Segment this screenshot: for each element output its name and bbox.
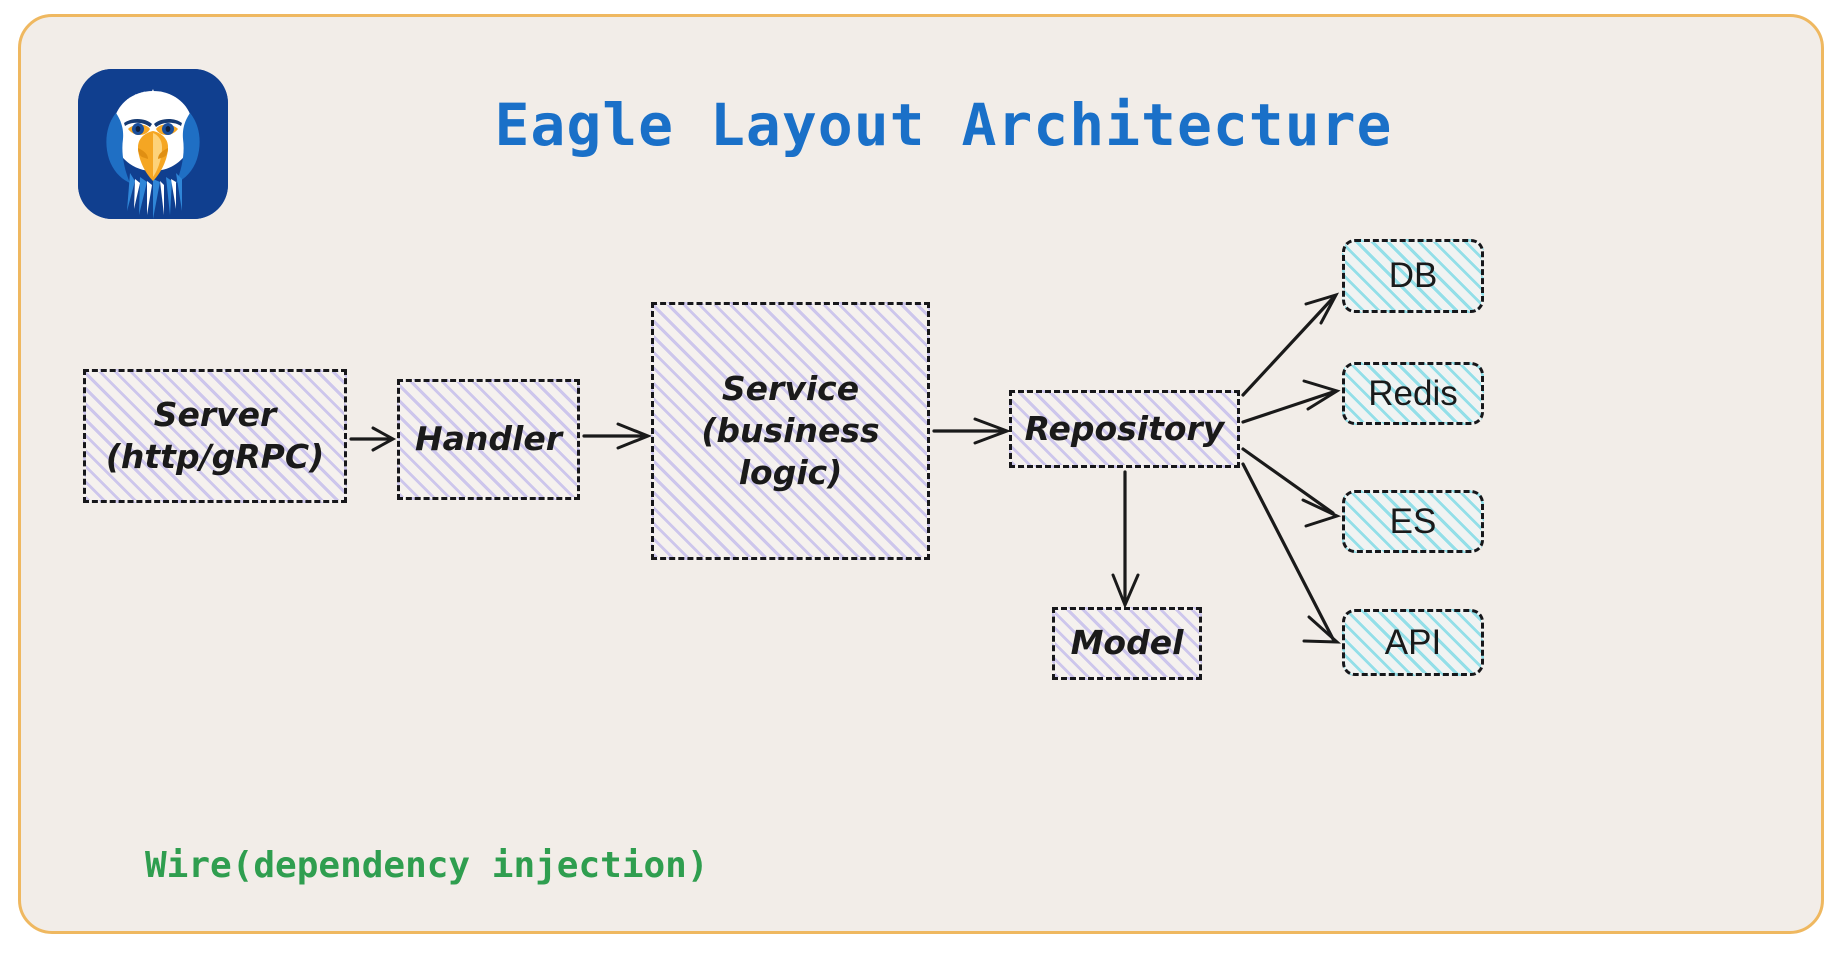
wire-caption: Wire(dependency injection) — [145, 845, 709, 886]
node-service[interactable]: Service (business logic) — [651, 302, 930, 560]
node-db-label: DB — [1388, 256, 1438, 295]
node-repository-label: Repository — [1024, 408, 1225, 448]
node-redis[interactable]: Redis — [1342, 362, 1484, 425]
node-handler[interactable]: Handler — [397, 379, 580, 500]
node-service-label: Service (business logic) — [701, 368, 880, 493]
node-db[interactable]: DB — [1342, 239, 1484, 313]
node-es-label: ES — [1389, 501, 1437, 541]
page-title: Eagle Layout Architecture — [494, 91, 1393, 159]
node-api-label: API — [1384, 622, 1442, 662]
node-model[interactable]: Model — [1052, 607, 1202, 680]
node-handler-label: Handler — [415, 419, 562, 459]
node-server-label: Server (http/gRPC) — [105, 394, 325, 476]
node-redis-label: Redis — [1368, 373, 1458, 413]
node-api[interactable]: API — [1342, 609, 1484, 676]
node-es[interactable]: ES — [1342, 490, 1484, 553]
eagle-logo — [78, 69, 228, 219]
node-model-label: Model — [1070, 623, 1184, 663]
node-server[interactable]: Server (http/gRPC) — [83, 369, 347, 503]
node-repository[interactable]: Repository — [1009, 390, 1240, 468]
diagram-card: Eagle Layout Architecture — [18, 14, 1824, 934]
